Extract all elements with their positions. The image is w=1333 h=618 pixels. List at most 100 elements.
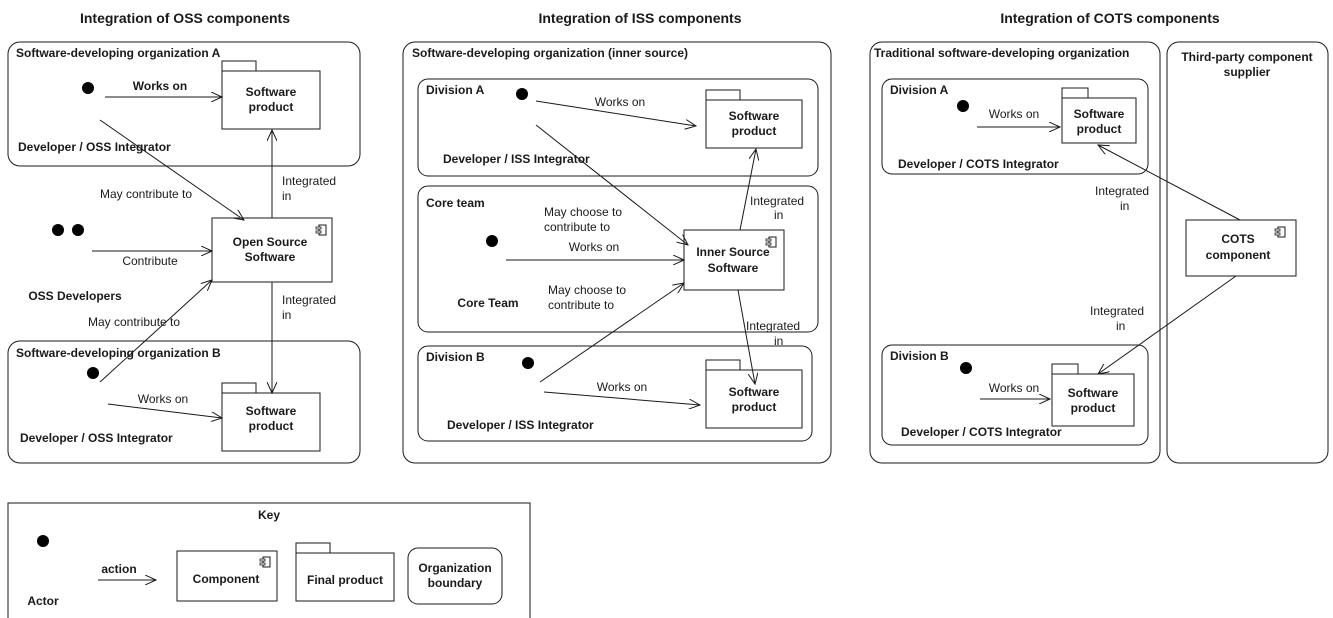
iss-product-a: Software product <box>705 89 803 149</box>
cots-integrated-b-arrow <box>1098 275 1237 374</box>
iss-may-choose-b-line1: May choose to <box>548 283 626 297</box>
cots-division-b-label: Division B <box>890 349 949 363</box>
cots-product-b: Software product <box>1051 363 1135 427</box>
oss-developer-a-actor-icon <box>80 82 96 132</box>
iss-core-team-actor-icon <box>484 235 500 285</box>
cots-product-a-line2: product <box>1077 122 1122 136</box>
cots-integrated-b-line1: Integrated <box>1090 304 1144 318</box>
oss-integrated-b-line1: Integrated <box>282 293 336 307</box>
iss-works-on-a-arrow <box>535 100 696 126</box>
oss-org-b-label: Software-developing organization B <box>16 346 221 360</box>
key-action-label: action <box>101 562 136 576</box>
oss-section: Software-developing organization A Devel… <box>7 41 361 464</box>
iss-product-b: Software product <box>705 359 803 429</box>
oss-developers-actor-group <box>50 224 86 274</box>
cots-works-on-a-label: Works on <box>989 107 1039 121</box>
iss-works-on-core-label: Works on <box>569 240 619 254</box>
key-final-product: Final product <box>295 542 395 602</box>
oss-product-b-line2: product <box>249 419 294 433</box>
key-org-boundary-line1: Organization <box>418 561 491 575</box>
iss-works-on-b-label: Works on <box>597 380 647 394</box>
oss-developer-a-label: Developer / OSS Integrator <box>18 140 171 154</box>
oss-product-a: Software product <box>221 60 321 130</box>
oss-integrated-a-line1: Integrated <box>282 174 336 188</box>
oss-component-line2: Software <box>245 250 296 264</box>
oss-org-a-boundary <box>7 41 361 167</box>
cots-developer-a-actor-icon <box>955 100 971 150</box>
cots-division-a-label: Division A <box>890 83 949 97</box>
oss-developer-2-icon <box>70 224 86 274</box>
component-icon <box>259 556 271 568</box>
oss-component-line1: Open Source <box>233 235 308 249</box>
iss-division-b-boundary <box>417 345 813 442</box>
iss-component-line1: Inner Source <box>696 245 770 259</box>
oss-product-b-line1: Software <box>246 404 297 418</box>
iss-integrated-a-line1: Integrated <box>750 194 804 208</box>
oss-product-a-line2: product <box>249 100 294 114</box>
oss-product-a-line1: Software <box>246 85 297 99</box>
iss-org-boundary <box>402 41 832 464</box>
iss-component: Inner Source Software <box>683 229 785 291</box>
oss-org-a-label: Software-developing organization A <box>16 46 221 60</box>
oss-org-b-boundary <box>7 340 361 464</box>
oss-developers-label: OSS Developers <box>28 289 122 303</box>
iss-may-choose-a-line1: May choose to <box>544 205 622 219</box>
iss-integrated-a-line2: in <box>774 208 783 222</box>
key-org-boundary-line2: boundary <box>428 576 483 590</box>
key-actor-icon <box>35 535 51 585</box>
iss-integrated-b-line1: Integrated <box>746 319 800 333</box>
oss-section-title: Integration of OSS components <box>80 10 290 26</box>
iss-may-choose-a-line2: contribute to <box>544 220 610 234</box>
oss-contribute-label: Contribute <box>122 254 178 268</box>
iss-product-a-line2: product <box>732 124 777 138</box>
oss-product-b: Software product <box>221 382 321 452</box>
cots-component-line1: COTS <box>1221 232 1254 246</box>
cots-product-a: Software product <box>1061 87 1137 144</box>
component-icon <box>315 224 327 236</box>
cots-division-b-boundary <box>881 344 1149 446</box>
cots-developer-a-label: Developer / COTS Integrator <box>898 157 1059 171</box>
key-legend: Key Actor action Component Final product… <box>7 502 531 618</box>
iss-core-team-boundary <box>417 185 819 333</box>
cots-supplier-line2: supplier <box>1224 65 1271 79</box>
iss-core-team-box-label: Core team <box>426 196 485 210</box>
oss-developer-1-icon <box>50 224 66 274</box>
iss-may-choose-b-arrow <box>539 283 684 383</box>
iss-core-team-actor-label: Core Team <box>457 296 518 310</box>
iss-integrated-b-arrow <box>737 289 755 384</box>
oss-may-contribute-b-arrow <box>99 280 212 383</box>
key-final-product-label: Final product <box>307 573 383 587</box>
cots-works-on-b-label: Works on <box>989 381 1039 395</box>
iss-integrated-b-line2: in <box>774 334 783 348</box>
iss-developer-a-actor-icon <box>514 88 530 138</box>
iss-developer-a-label: Developer / ISS Integrator <box>443 152 590 166</box>
iss-product-b-line1: Software <box>729 385 780 399</box>
cots-integrated-b-line2: in <box>1116 319 1125 333</box>
iss-division-b-label: Division B <box>426 350 485 364</box>
cots-developer-b-actor-icon <box>958 362 974 412</box>
cots-org-boundary <box>869 41 1161 464</box>
cots-developer-b-label: Developer / COTS Integrator <box>901 425 1062 439</box>
oss-integrated-a-line2: in <box>282 189 291 203</box>
key-title: Key <box>258 508 280 522</box>
cots-division-a-boundary <box>881 78 1149 175</box>
iss-org-label: Software-developing organization (inner … <box>412 46 688 60</box>
iss-division-a-label: Division A <box>426 83 485 97</box>
oss-works-on-b-label: Works on <box>138 392 188 406</box>
iss-product-b-line2: product <box>732 400 777 414</box>
cots-supplier-boundary <box>1166 41 1329 464</box>
cots-integrated-a-arrow <box>1098 145 1241 221</box>
oss-works-on-b-arrow <box>107 403 222 418</box>
oss-developer-b-actor-icon <box>85 367 101 417</box>
oss-works-on-a-label: Works on <box>133 79 187 93</box>
iss-may-choose-b-line2: contribute to <box>548 298 614 312</box>
oss-may-contribute-a-arrow <box>99 119 244 220</box>
iss-integrated-a-arrow <box>739 149 756 231</box>
component-icon <box>1274 226 1286 238</box>
key-org-boundary: Organization boundary <box>407 547 503 605</box>
cots-integrated-a-line2: in <box>1120 199 1129 213</box>
iss-works-on-a-label: Works on <box>595 95 645 109</box>
iss-section-title: Integration of ISS components <box>538 10 741 26</box>
cots-component: COTS component <box>1185 219 1297 277</box>
